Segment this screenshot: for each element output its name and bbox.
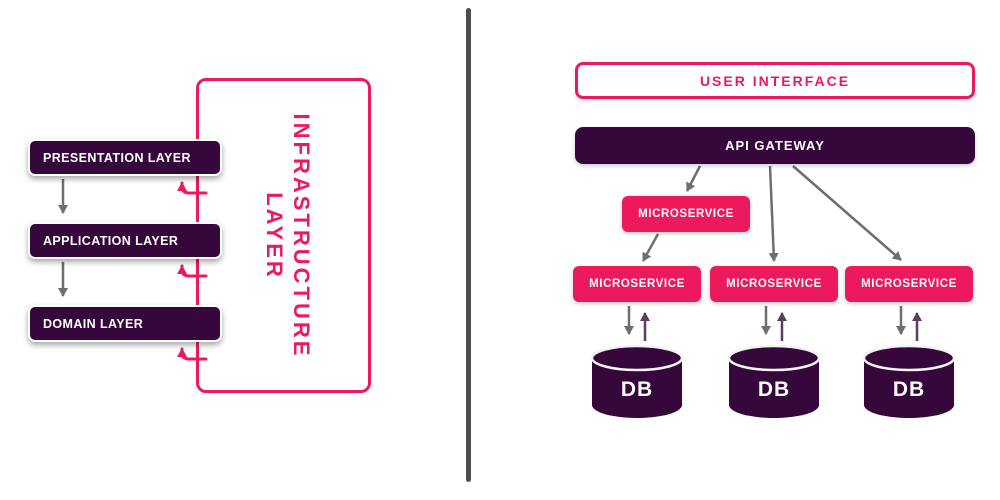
database-2-cylinder: DB (726, 344, 822, 424)
domain-layer-box: DOMAIN LAYER (28, 305, 222, 342)
database-cylinder-icon (862, 344, 956, 418)
arrow-gateway-to-orchestrator-microservice (685, 165, 702, 192)
api-gateway-box: API GATEWAY (575, 127, 975, 164)
database-3-label: DB (892, 378, 926, 401)
divider-line (466, 8, 471, 482)
domain-layer-label: DOMAIN LAYER (43, 316, 144, 331)
microservice-3-label: MICROSERVICE (861, 278, 957, 290)
arrow-gateway-to-microservice-2 (768, 165, 779, 262)
arrow-orchestrator-to-microservice-1 (641, 233, 660, 262)
presentation-layer-label: PRESENTATION LAYER (43, 150, 191, 165)
presentation-layer-box: PRESENTATION LAYER (28, 139, 222, 176)
orchestrator-microservice-label: MICROSERVICE (638, 208, 734, 220)
microservice-2-label: MICROSERVICE (726, 278, 822, 290)
application-layer-label: APPLICATION LAYER (43, 233, 179, 248)
orchestrator-microservice-box: MICROSERVICE (622, 196, 750, 232)
microservice-1-box: MICROSERVICE (573, 266, 701, 302)
infrastructure-layer-label: INFRASTRUCTURE LAYER (262, 113, 314, 359)
database-1-label: DB (620, 378, 654, 401)
application-layer-box: APPLICATION LAYER (28, 222, 222, 259)
infrastructure-layer-box (196, 78, 371, 393)
database-cylinder-icon (590, 344, 684, 418)
database-cylinder-icon (727, 344, 821, 418)
database-3-cylinder: DB (861, 344, 957, 424)
microservice-3-box: MICROSERVICE (845, 266, 973, 302)
database-1-cylinder: DB (589, 344, 685, 424)
api-gateway-label: API GATEWAY (725, 138, 825, 153)
user-interface-box: USER INTERFACE (575, 62, 975, 99)
arrow-gateway-to-microservice-3 (792, 165, 902, 261)
user-interface-label: USER INTERFACE (699, 72, 851, 89)
database-2-label: DB (757, 378, 791, 401)
microservice-1-label: MICROSERVICE (589, 278, 685, 290)
microservice-2-box: MICROSERVICE (710, 266, 838, 302)
